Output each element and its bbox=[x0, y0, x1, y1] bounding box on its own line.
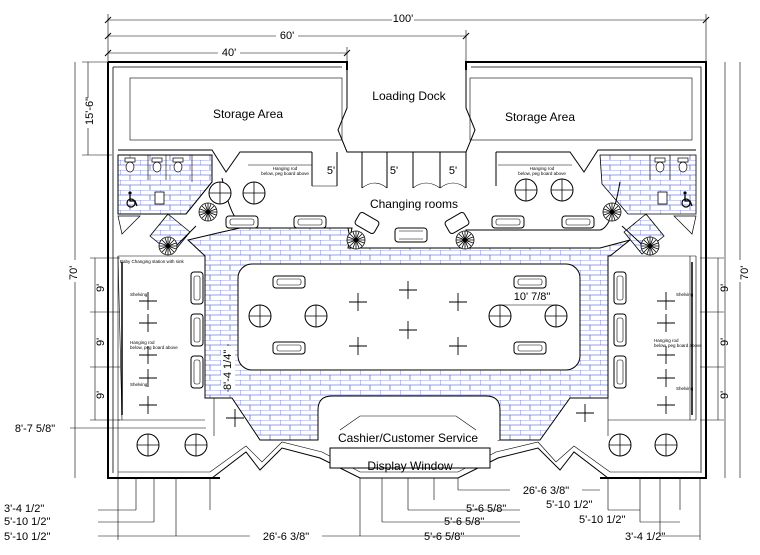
loading-dock bbox=[337, 70, 476, 153]
toilet-icon bbox=[172, 157, 184, 173]
changing-room-stalls bbox=[311, 152, 497, 189]
bottom-right-1-dimension: 5'-10 1/2" bbox=[546, 499, 592, 511]
bottom-left-3-dimension: 5'-10 1/2" bbox=[4, 531, 50, 543]
restroom-sign-icon bbox=[154, 191, 165, 205]
side-walls bbox=[117, 255, 697, 478]
bay-left-2-dimension: 9' bbox=[95, 338, 107, 346]
bay-left-3-dimension: 9' bbox=[95, 391, 107, 399]
baby-station-note: Baby Changing station with sink bbox=[120, 259, 185, 264]
lounge-seating bbox=[354, 212, 470, 243]
bottom-dimension-lines bbox=[98, 478, 701, 540]
hanging-rod-right-subnote: below, peg board above bbox=[654, 343, 702, 348]
changing-stall-1-dimension: 5' bbox=[327, 165, 335, 177]
bay-right-3-dimension: 9' bbox=[719, 391, 731, 399]
storage-depth-dimension: 15'-6" bbox=[84, 97, 96, 125]
bottom-center-2-dimension: 5'-6 5/8" bbox=[444, 516, 484, 528]
bottom-mid-left-dimension: 26'-6 3/8" bbox=[263, 531, 309, 543]
hanging-rod-right-note: Hanging rod bbox=[654, 338, 679, 343]
changing-stall-2-dimension: 5' bbox=[390, 165, 398, 177]
bay-right-2-dimension: 9' bbox=[719, 338, 731, 346]
wall-shelving bbox=[121, 262, 693, 415]
bottom-left-1-dimension: 3'-4 1/2" bbox=[4, 503, 44, 515]
width-60-dimension: 60' bbox=[280, 30, 294, 42]
center-width-dimension: 10' 7/8" bbox=[514, 291, 551, 303]
cashier-label: Cashier/Customer Service bbox=[338, 431, 478, 445]
bay-left-1-dimension: 9' bbox=[95, 284, 107, 292]
overall-width-dimension: 100' bbox=[393, 13, 413, 25]
storage-area-left-label: Storage Area bbox=[213, 107, 283, 121]
hanging-rod-top-left-note: Hanging rod bbox=[273, 166, 298, 171]
toilet-icon bbox=[654, 157, 666, 173]
shelving-left-2-note: Shelving bbox=[130, 382, 148, 387]
display-window-label: Display Window bbox=[367, 459, 453, 473]
changing-rooms-label: Changing rooms bbox=[370, 197, 458, 211]
shelving-right-1-note: Shelving bbox=[676, 292, 694, 297]
bottom-right-2-dimension: 5'-10 1/2" bbox=[579, 514, 625, 526]
bottom-center-3-dimension: 5'-6 5/8" bbox=[424, 531, 464, 543]
bottom-right-3-dimension: 3'-4 1/2" bbox=[625, 531, 665, 543]
bottom-center-1-dimension: 5'-6 5/8" bbox=[466, 503, 506, 515]
toilet-icon bbox=[677, 157, 689, 173]
overall-depth-right-dimension: 70' bbox=[739, 266, 751, 280]
bay-right-1-dimension: 9' bbox=[719, 284, 731, 292]
hanging-rod-left-note: Hanging rod bbox=[130, 340, 155, 345]
storage-areas bbox=[118, 77, 696, 173]
shelving-right-2-note: Shelving bbox=[676, 386, 694, 391]
loading-dock-label: Loading Dock bbox=[372, 89, 446, 103]
shelving-left-1-note: Shelving bbox=[130, 292, 148, 297]
corner-left-dimension: 8'-7 5/8" bbox=[15, 423, 55, 435]
overall-depth-left-dimension: 70' bbox=[68, 266, 80, 280]
restroom-sign-icon bbox=[657, 191, 668, 205]
restroom-left bbox=[117, 154, 213, 255]
storefront bbox=[118, 415, 700, 479]
toilet-icon bbox=[124, 157, 136, 173]
bottom-left-2-dimension: 5'-10 1/2" bbox=[4, 516, 50, 528]
storage-area-right-label: Storage Area bbox=[505, 110, 575, 124]
tiled-sales-floor bbox=[186, 227, 631, 441]
width-40-dimension: 40' bbox=[222, 47, 236, 59]
hanging-rod-top-left-subnote: below, peg board above bbox=[261, 171, 309, 176]
hanging-rod-left-subnote: below, peg board above bbox=[130, 345, 178, 350]
bottom-mid-right-dimension: 26'-6 3/8" bbox=[523, 485, 569, 497]
changing-stall-3-dimension: 5' bbox=[449, 165, 457, 177]
hanging-rod-top-right-subnote: below, peg board above bbox=[518, 171, 566, 176]
center-depth-dimension: 8'-4 1/4" bbox=[222, 350, 234, 390]
hanging-rod-top-right-note: Hanging rod bbox=[530, 166, 555, 171]
toilet-icon bbox=[151, 157, 163, 173]
